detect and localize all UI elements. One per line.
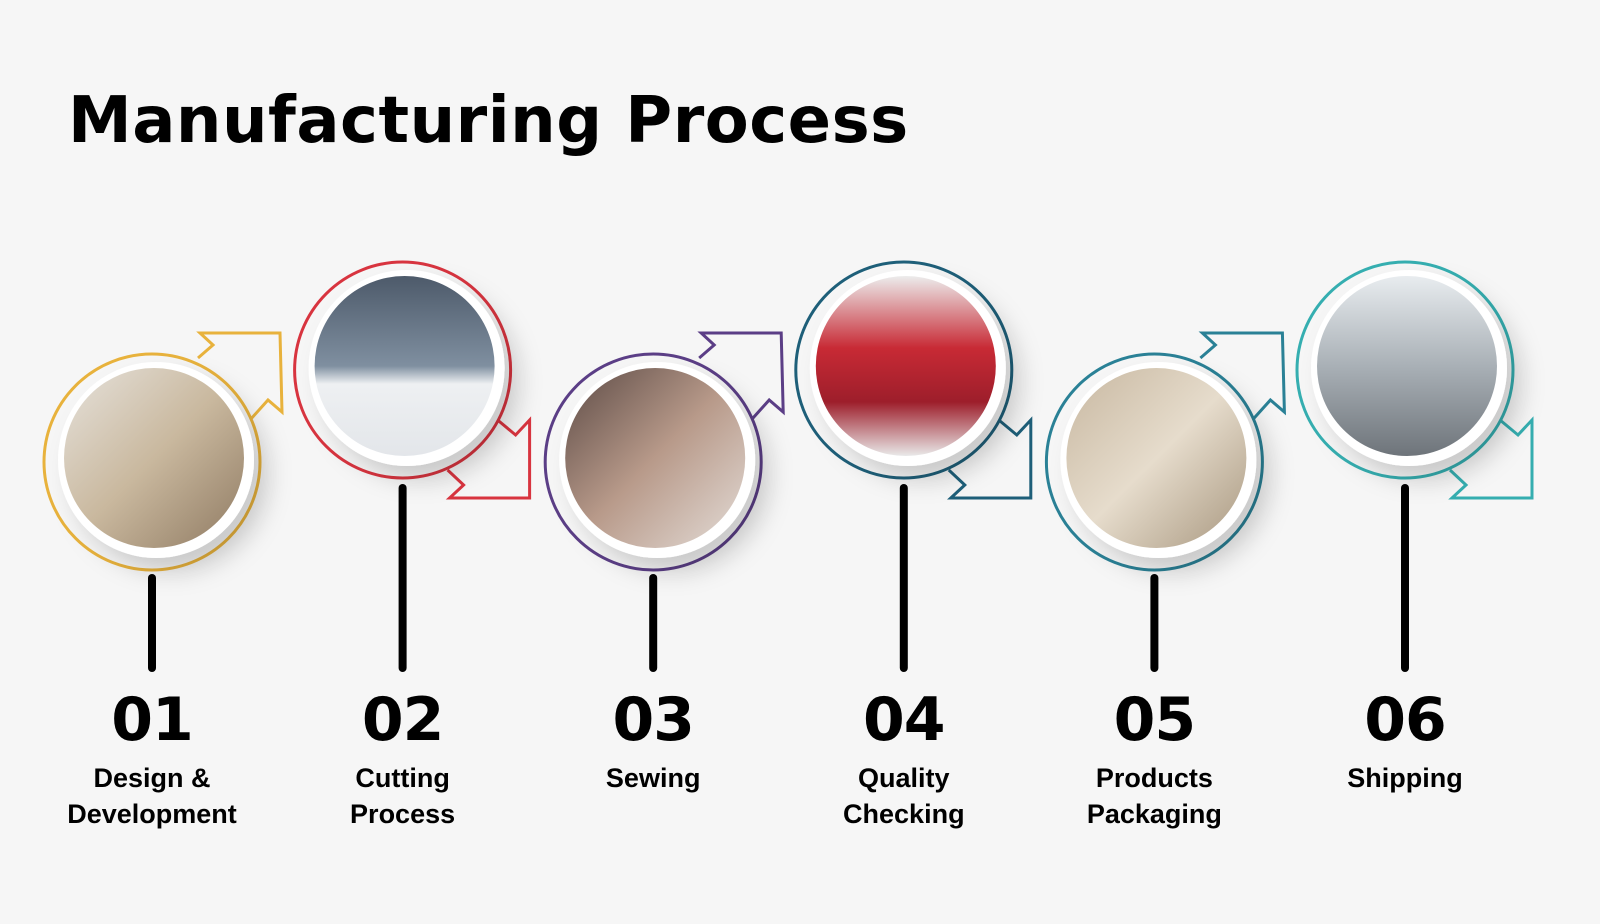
- step-label-line: Checking: [843, 799, 965, 829]
- sewing-machine-photo: [565, 368, 746, 548]
- step-label-line: Sewing: [605, 763, 701, 793]
- arrow-icon: [1198, 331, 1286, 422]
- quality-inspection-photo: [815, 276, 996, 456]
- step-2-graphic: [293, 260, 532, 672]
- step-label: Design & Development: [32, 760, 272, 832]
- warehouse-shipping-photo: [1317, 276, 1497, 456]
- step-number: 01: [111, 685, 194, 755]
- step-3-graphic: [543, 331, 785, 672]
- page-title: Manufacturing Process: [68, 84, 909, 158]
- arrow-icon: [1448, 416, 1534, 500]
- arrow-icon: [196, 331, 284, 422]
- designer-at-table-photo: [64, 368, 244, 548]
- step-6-graphic: [1295, 260, 1534, 672]
- step-label-line: Development: [67, 799, 237, 829]
- step-5-graphic: [1044, 331, 1286, 672]
- arrow-icon: [445, 416, 532, 500]
- step-1-graphic: [42, 331, 284, 672]
- step-label-line: Products: [1095, 763, 1213, 793]
- packaged-boxes-photo: [1066, 368, 1247, 548]
- step-label-line: Quality: [858, 763, 950, 793]
- step-number: 02: [361, 685, 445, 755]
- step-number: 06: [1364, 685, 1447, 755]
- step-label: Sewing: [533, 760, 773, 796]
- step-4-graphic: [794, 260, 1033, 672]
- step-label: Shipping: [1285, 760, 1525, 796]
- step-label-line: Design &: [93, 763, 211, 793]
- step-label-line: Packaging: [1086, 799, 1222, 829]
- arrow-icon: [946, 416, 1033, 500]
- step-label-line: Cutting: [355, 763, 450, 793]
- fabric-cutting-machine-photo: [314, 276, 495, 456]
- arrow-icon: [697, 331, 785, 422]
- step-number: 04: [863, 685, 946, 755]
- step-label-line: Shipping: [1347, 763, 1463, 793]
- step-number: 05: [1113, 685, 1197, 755]
- step-number: 03: [612, 685, 695, 755]
- step-label-line: Process: [350, 799, 456, 829]
